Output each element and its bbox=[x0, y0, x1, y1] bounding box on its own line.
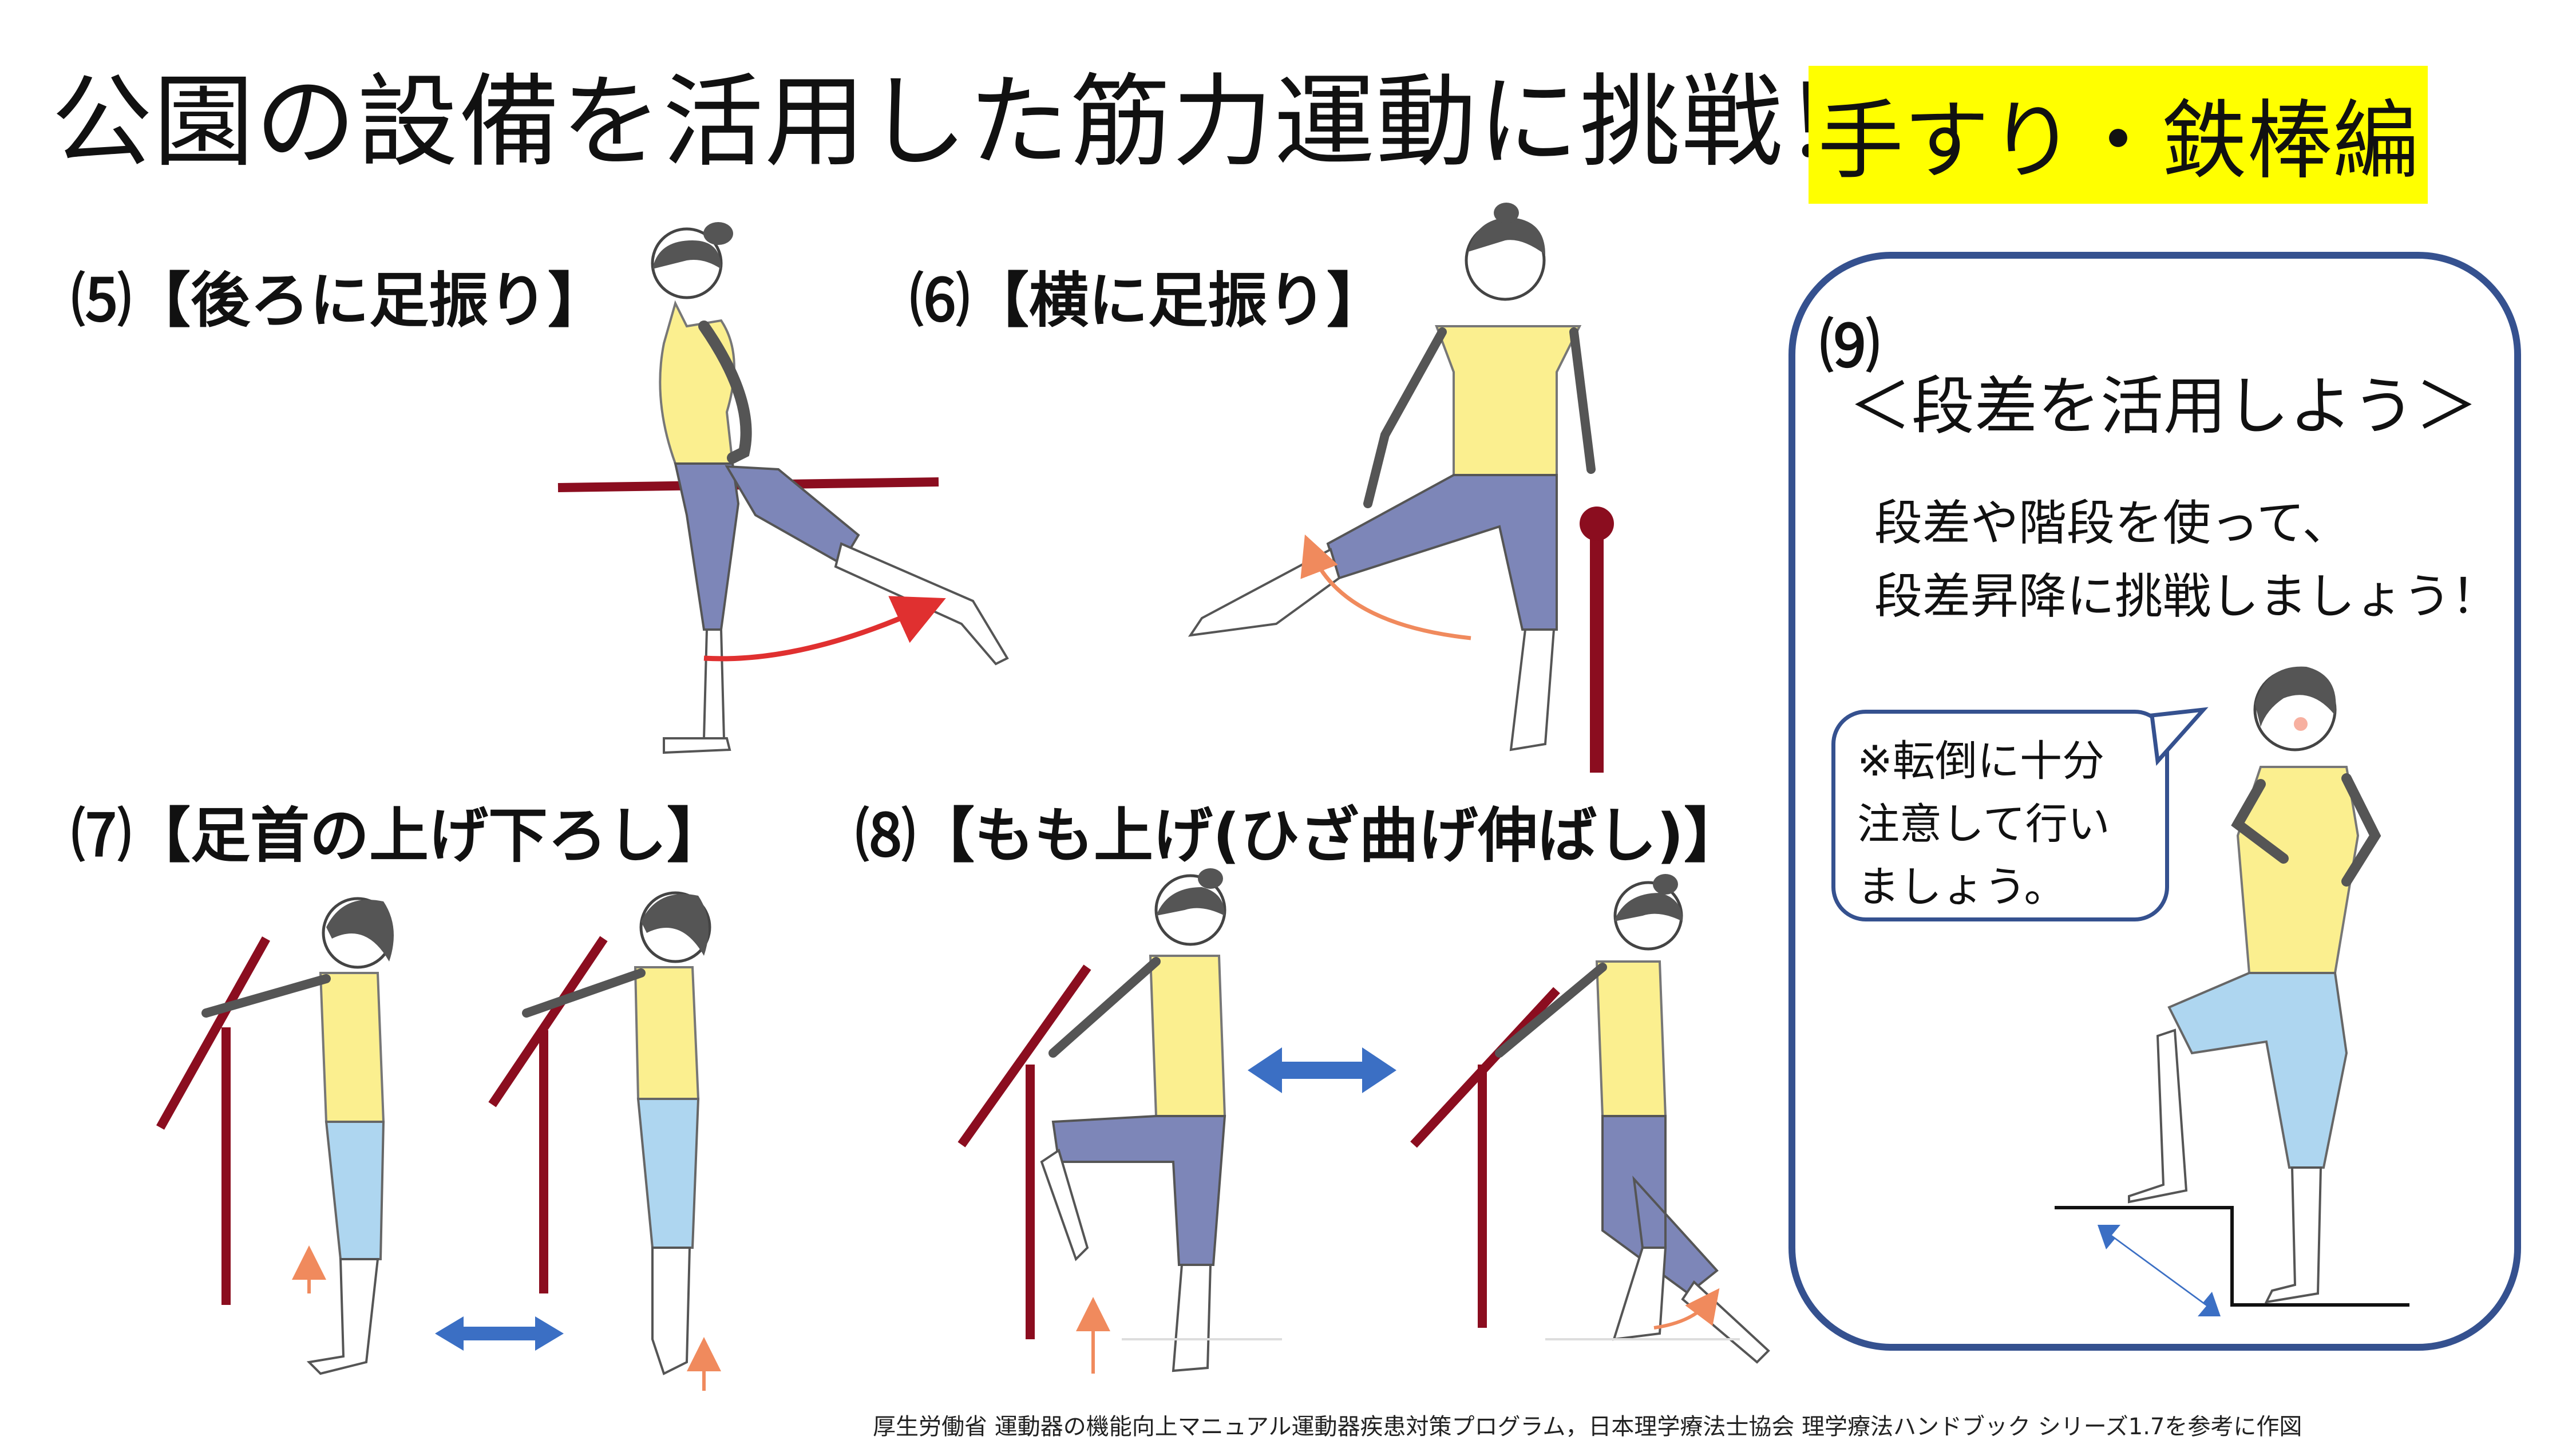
step-panel-number: ⑼ bbox=[1820, 311, 1880, 381]
exercise-5-number: ⑸ bbox=[72, 266, 132, 335]
step-panel bbox=[1788, 252, 2521, 1351]
bubble-tail bbox=[2150, 707, 2209, 766]
step-panel-description: 段差や階段を使って、 段差昇降に挑戦しましょう！ bbox=[1874, 486, 2499, 633]
exercise-8-name: 【もも上げ(ひざ曲げ伸ばし)】 bbox=[915, 801, 1744, 871]
double-arrow-icon bbox=[2098, 1225, 2221, 1316]
double-arrow-icon bbox=[435, 1316, 564, 1351]
step bbox=[2055, 1206, 2409, 1307]
caution-speech-bubble bbox=[1831, 710, 2169, 921]
page-title: 公園の設備を活用した筋力運動に挑戦！ bbox=[52, 64, 1886, 181]
exercise-6-label: ⑹【横に足振り】 bbox=[910, 252, 1386, 338]
figure-7-ankle-raise bbox=[156, 891, 721, 1391]
exercise-5-name: 【後ろに足振り】 bbox=[131, 266, 608, 335]
figure-9-step-up bbox=[2055, 666, 2409, 1316]
source-note: 厚生労働省 運動器の機能向上マニュアル運動器疾患対策プログラム，日本理学療法士協… bbox=[873, 1414, 2302, 1440]
step-panel-description-line: 段差昇降に挑戦しましょう！ bbox=[1874, 568, 2500, 624]
step-panel-title: ＜段差を活用しよう＞ bbox=[1849, 370, 2478, 443]
caution-text-line: ましょう。 bbox=[1857, 863, 2067, 912]
page-subtitle-highlight: 手すり・鉄棒編 bbox=[1809, 66, 2428, 204]
exercise-5-label: ⑸【後ろに足振り】 bbox=[72, 252, 607, 338]
exercise-6-name: 【横に足振り】 bbox=[970, 266, 1387, 335]
figure-8-knee-raise bbox=[957, 868, 1770, 1374]
exercise-6-number: ⑹ bbox=[910, 266, 970, 335]
caution-text-line: 注意して行い bbox=[1857, 800, 2110, 849]
exercise-8-number: ⑻ bbox=[856, 801, 916, 871]
caution-text: ※転倒に十分 注意して行い ましょう。 bbox=[1857, 730, 2110, 919]
curved-arrow-icon bbox=[1300, 534, 1471, 640]
exercise-7-label: ⑺【足首の上げ下ろし】 bbox=[72, 787, 726, 873]
figure-6-side-leg-swing bbox=[1188, 203, 1614, 773]
double-arrow-icon bbox=[1248, 1047, 1396, 1093]
curved-arrow-icon bbox=[703, 596, 946, 662]
caution-text-line: ※転倒に十分 bbox=[1857, 737, 2105, 786]
exercise-7-name: 【足首の上げ下ろし】 bbox=[131, 801, 727, 871]
exercise-7-number: ⑺ bbox=[72, 801, 132, 871]
exercise-8-label: ⑻【もも上げ(ひざ曲げ伸ばし)】 bbox=[856, 787, 1743, 873]
figure-5-backward-leg-swing bbox=[557, 222, 1009, 754]
step-panel-description-line: 段差や階段を使って、 bbox=[1874, 495, 2351, 551]
curved-arrow-icon bbox=[1653, 1288, 1720, 1330]
